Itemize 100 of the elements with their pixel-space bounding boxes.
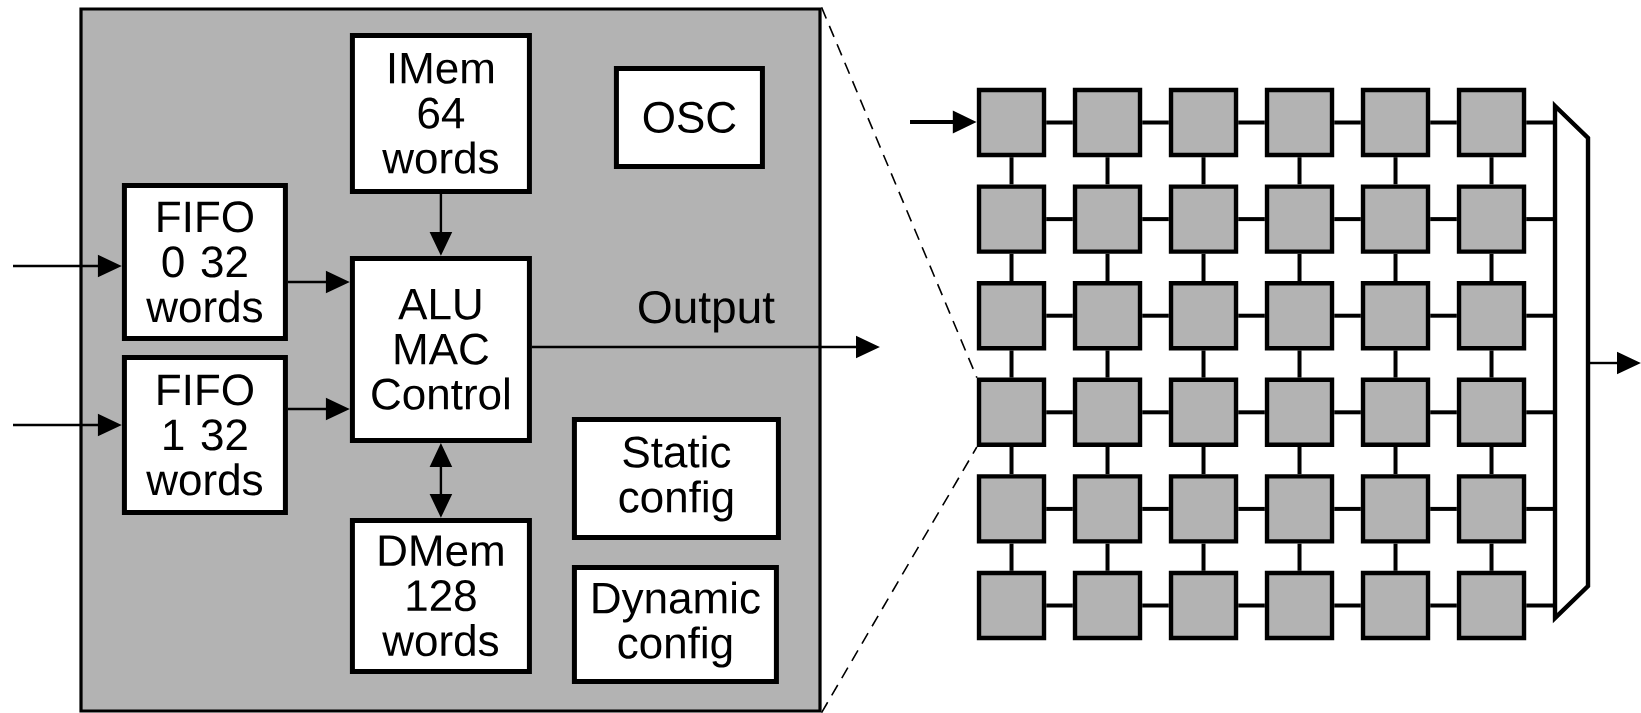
connector-line (1046, 603, 1073, 608)
connector-line (1489, 253, 1494, 281)
tile-square (1264, 281, 1335, 351)
connector-line (1297, 253, 1302, 281)
connector-line (1046, 217, 1073, 222)
tile-square (1264, 377, 1335, 447)
connector-line (1297, 447, 1302, 475)
connector-line (1430, 217, 1457, 222)
connector-line (1201, 350, 1206, 378)
connector-line (1142, 217, 1169, 222)
tile-square (1072, 184, 1143, 254)
connector-line (1201, 253, 1206, 281)
connector-line (1393, 350, 1398, 378)
block-box: FIFO 1 32 words (121, 354, 288, 515)
block-box: IMem 64 words (349, 32, 532, 194)
connector-line (1142, 313, 1169, 318)
tile-square (1360, 184, 1431, 254)
block-box: Static config (571, 416, 781, 540)
tile-square (1168, 474, 1239, 544)
connector-line (1430, 603, 1457, 608)
connector-line (1142, 410, 1169, 415)
tile-square (1360, 570, 1431, 641)
tile-square (1360, 281, 1431, 351)
connector-line (1238, 506, 1265, 511)
connector-line (1489, 350, 1494, 378)
connector-line (1009, 253, 1014, 281)
connector-line (1105, 543, 1110, 571)
tile-square (1072, 281, 1143, 351)
zoom-line (820, 446, 978, 713)
connector-line (1297, 543, 1302, 571)
connector-line (1334, 603, 1361, 608)
connector-line (1046, 410, 1073, 415)
connector-line (1489, 157, 1494, 185)
connector-line (1201, 543, 1206, 571)
connector-line (1238, 217, 1265, 222)
connector-line (1201, 447, 1206, 475)
tile-square (1072, 87, 1143, 158)
connector-line (1009, 447, 1014, 475)
tile-square (1168, 281, 1239, 351)
tile-square (1072, 474, 1143, 544)
connector-line (1430, 120, 1457, 125)
connector-line (1297, 157, 1302, 185)
connector-line (1009, 543, 1014, 571)
tile-square (976, 570, 1047, 641)
connector-line (1430, 506, 1457, 511)
connector-line (1238, 410, 1265, 415)
tile-square (976, 281, 1047, 351)
tile-square (976, 87, 1047, 158)
connector-line (1201, 157, 1206, 185)
block-box: ALU MAC Control (349, 255, 532, 443)
connector-line (1526, 217, 1555, 222)
tile-square (1456, 570, 1527, 641)
tile-square (1264, 184, 1335, 254)
connector-line (1009, 157, 1014, 185)
connector-line (1334, 120, 1361, 125)
connector-line (1526, 410, 1555, 415)
tile-square (1264, 474, 1335, 544)
edge-label: Output (639, 290, 775, 333)
block-box: FIFO 0 32 words (121, 182, 288, 341)
connector-line (1046, 313, 1073, 318)
connector-line (1526, 603, 1555, 608)
connector-line (1009, 350, 1014, 378)
connector-line (1046, 120, 1073, 125)
tile-square (1264, 570, 1335, 641)
connector-line (1142, 603, 1169, 608)
tile-square (1168, 87, 1239, 158)
connector-line (1105, 157, 1110, 185)
connector-line (1238, 603, 1265, 608)
tile-square (1456, 474, 1527, 544)
tile-square (1456, 184, 1527, 254)
connector-line (1334, 410, 1361, 415)
tile-square (1456, 281, 1527, 351)
connector-line (1393, 157, 1398, 185)
tile-square (976, 184, 1047, 254)
tile-square (1168, 377, 1239, 447)
tile-square (1360, 377, 1431, 447)
connector-line (1334, 217, 1361, 222)
tile-square (976, 474, 1047, 544)
connector-line (1297, 350, 1302, 378)
connector-line (1526, 506, 1555, 511)
connector-line (1393, 253, 1398, 281)
connector-line (1489, 543, 1494, 571)
tile-square (1072, 377, 1143, 447)
tile-square (1360, 474, 1431, 544)
block-box: OSC (613, 65, 765, 169)
tile-square (976, 377, 1047, 447)
connector-line (1142, 506, 1169, 511)
block-box: DMem 128 words (349, 517, 532, 674)
tile-square (1456, 87, 1527, 158)
connector-line (1238, 120, 1265, 125)
tile-square (1264, 87, 1335, 158)
connector-line (1238, 313, 1265, 318)
connector-line (1105, 447, 1110, 475)
connector-line (1105, 350, 1110, 378)
tile-square (1168, 570, 1239, 641)
connector-line (1105, 253, 1110, 281)
connector-line (1393, 543, 1398, 571)
connector-line (1334, 506, 1361, 511)
tile-square (1360, 87, 1431, 158)
connector-line (1046, 506, 1073, 511)
